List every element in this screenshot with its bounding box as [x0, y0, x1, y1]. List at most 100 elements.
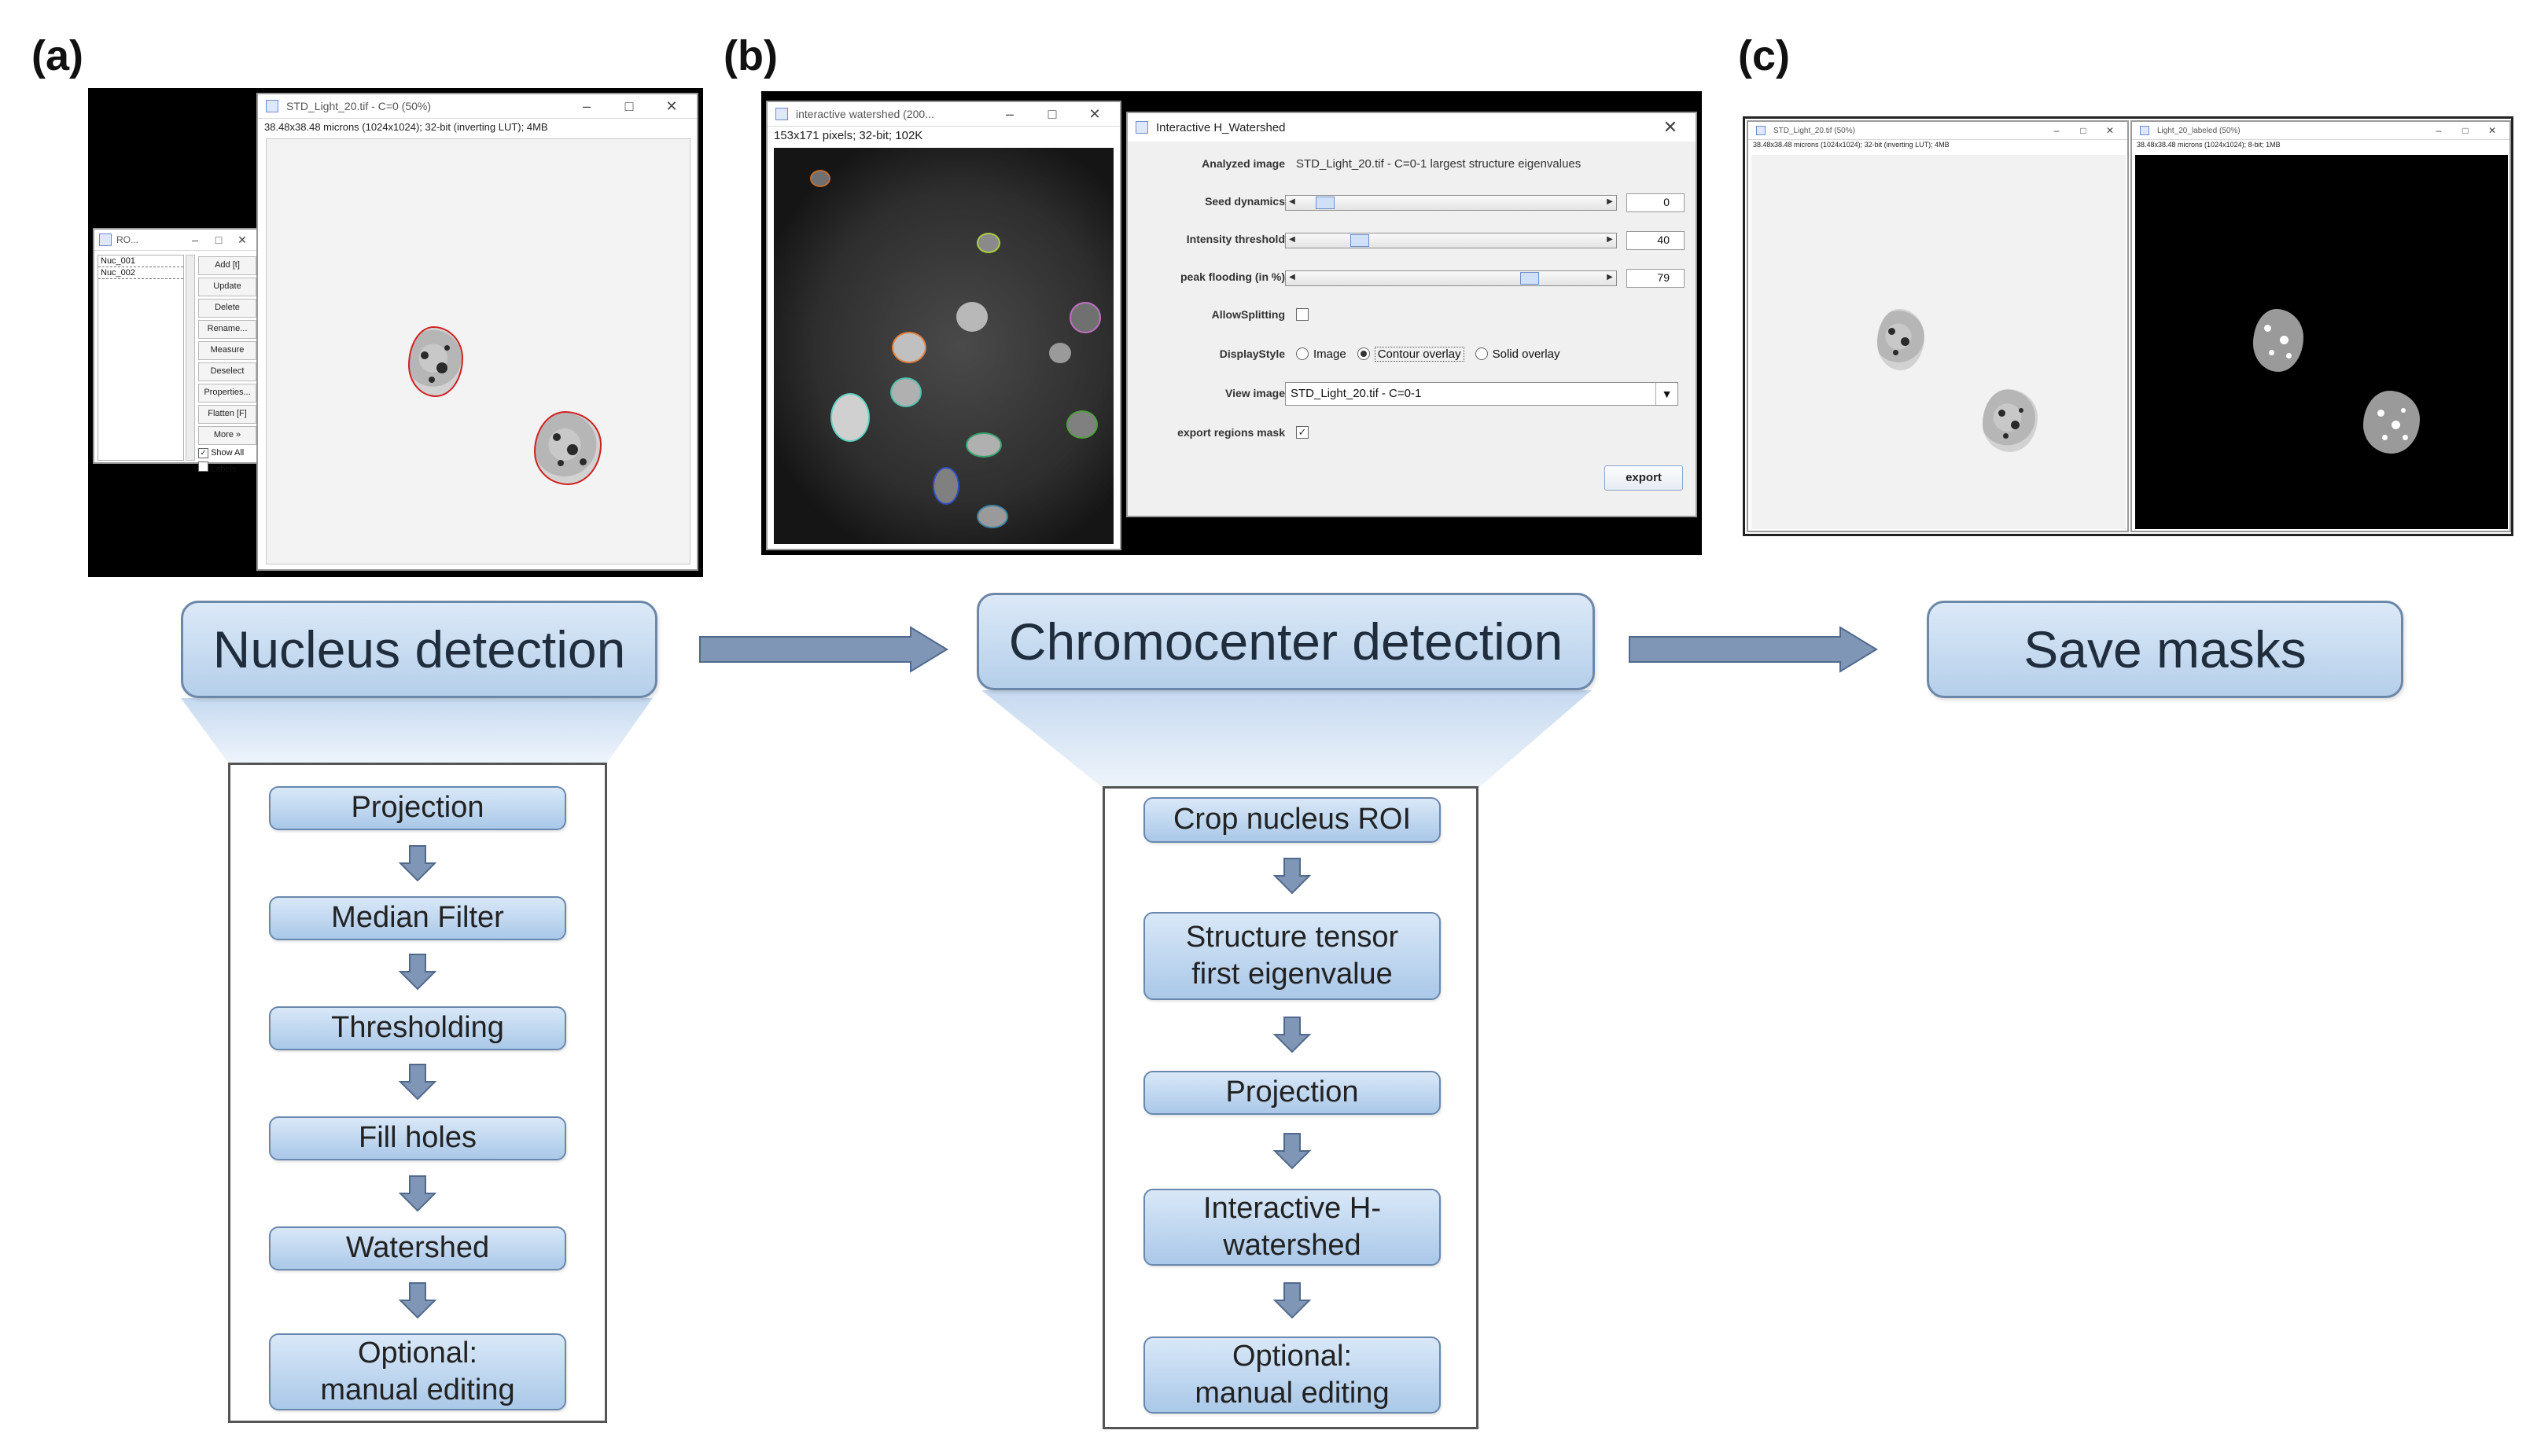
show-all-checkbox[interactable]: ✓: [198, 448, 208, 458]
minimize-icon[interactable]: –: [192, 233, 198, 246]
arrow-right-icon[interactable]: ▶: [1607, 235, 1613, 244]
labels-label: Labels: [211, 465, 237, 474]
arrow-down-icon: [399, 954, 436, 991]
roi-more-button[interactable]: More »: [198, 426, 256, 445]
display-style-label: DisplayStyle: [1219, 347, 1285, 360]
labeled-mask-titlebar: Light_20_labeled (50%) – □ ✕: [2132, 122, 2509, 140]
save-masks-box: Save masks: [1927, 601, 2403, 698]
close-icon[interactable]: ✕: [1663, 117, 1678, 137]
arrow-left-icon[interactable]: ◀: [1289, 273, 1295, 281]
show-all-row: ✓ Show All: [198, 448, 256, 458]
original-image-canvas[interactable]: [1751, 155, 2126, 529]
minimize-icon[interactable]: –: [2436, 125, 2442, 136]
original-image-window: STD_Light_20.tif (50%) – □ ✕ 38.48x38.48…: [1747, 120, 2129, 532]
roi-deselect-button[interactable]: Deselect: [198, 362, 256, 381]
seed-dynamics-slider[interactable]: ◀ ▶: [1285, 195, 1617, 211]
imagej-icon: [775, 108, 788, 120]
arrow-down-icon: [399, 1282, 436, 1319]
step-structure-tensor: Structure tensor first eigenvalue: [1143, 912, 1441, 1000]
chromocenter-region: [966, 432, 1002, 458]
roi-delete-button[interactable]: Delete: [198, 299, 256, 318]
maximize-icon[interactable]: □: [215, 233, 223, 246]
roi-add-button[interactable]: Add [t]: [198, 256, 256, 275]
roi-manager-titlebar: RO... – □ ✕: [94, 230, 256, 251]
export-mask-checkbox[interactable]: ✓: [1296, 426, 1309, 439]
roi-buttons: Add [t] Update Delete Rename... Measure …: [198, 256, 256, 474]
panel-label-c: (c): [1738, 32, 1790, 79]
view-image-row: View image: [1128, 379, 1696, 407]
intensity-threshold-thumb[interactable]: [1350, 234, 1369, 247]
chevron-down-icon[interactable]: ▼: [1655, 383, 1677, 405]
arrow-down-icon: [1273, 1282, 1311, 1319]
roi-item-nuc-002[interactable]: Nuc_002: [98, 267, 183, 279]
arrow-right-icon: [699, 626, 948, 673]
roi-list-scrollbar[interactable]: [186, 255, 195, 461]
chromocenter-region: [977, 505, 1008, 528]
labels-checkbox[interactable]: [198, 461, 208, 472]
arrow-down-icon: [1273, 858, 1311, 895]
peak-flooding-row: peak flooding (in %): [1128, 263, 1696, 291]
nucleus-image-canvas[interactable]: [266, 138, 690, 564]
close-icon[interactable]: ✕: [1088, 105, 1101, 122]
java-icon: [1136, 121, 1148, 134]
arrow-right-icon[interactable]: ▶: [1607, 197, 1613, 206]
nucleus-roi-1[interactable]: [408, 326, 463, 397]
roi-update-button[interactable]: Update: [198, 278, 256, 296]
arrow-right-icon[interactable]: ▶: [1607, 273, 1613, 281]
peak-flooding-field[interactable]: 79: [1626, 269, 1685, 288]
export-button[interactable]: export: [1604, 465, 1683, 491]
display-solid-radio[interactable]: [1475, 347, 1488, 360]
display-image-radio[interactable]: [1296, 347, 1309, 360]
allow-splitting-checkbox[interactable]: [1296, 308, 1309, 321]
peak-flooding-slider[interactable]: ◀ ▶: [1285, 270, 1617, 286]
arrow-left-icon[interactable]: ◀: [1289, 235, 1295, 244]
display-solid-label: Solid overlay: [1492, 347, 1560, 361]
nucleus-roi-2[interactable]: [534, 411, 602, 485]
labeled-mask-window: Light_20_labeled (50%) – □ ✕ 38.48x38.48…: [2130, 120, 2511, 532]
chromocenter-region: [830, 393, 870, 442]
nucleus-detection-box: Nucleus detection: [181, 601, 657, 698]
imagej-icon: [2140, 126, 2149, 135]
show-all-label: Show All: [211, 448, 245, 458]
imagej-icon: [1756, 126, 1766, 135]
seed-dynamics-thumb[interactable]: [1315, 197, 1335, 209]
roi-manager-window: RO... – □ ✕ Nuc_001 Nuc_002 Add [t] Upda…: [93, 228, 258, 474]
labeled-mask-canvas[interactable]: [2135, 155, 2508, 529]
watershed-image-canvas[interactable]: [774, 148, 1114, 544]
nucleus: [1877, 309, 1924, 370]
minimize-icon[interactable]: –: [2053, 125, 2060, 136]
imagej-icon: [99, 233, 112, 246]
roi-rename-button[interactable]: Rename...: [198, 320, 256, 339]
roi-measure-button[interactable]: Measure: [198, 341, 256, 360]
nucleus: [1983, 389, 2038, 452]
close-icon[interactable]: ✕: [238, 233, 247, 246]
export-mask-row: export regions mask ✓: [1128, 418, 1696, 447]
maximize-icon[interactable]: □: [2462, 125, 2469, 136]
chromocenter-region: [1049, 343, 1071, 363]
maximize-icon[interactable]: □: [624, 97, 634, 114]
maximize-icon[interactable]: □: [2080, 125, 2086, 136]
analyzed-image-value: STD_Light_20.tif - C=0-1 largest structu…: [1296, 156, 1582, 171]
chromocenter-detection-box: Chromocenter detection: [977, 593, 1595, 690]
close-icon[interactable]: ✕: [2105, 125, 2115, 136]
display-contour-radio[interactable]: [1357, 347, 1370, 360]
original-image-titlebar: STD_Light_20.tif (50%) – □ ✕: [1748, 122, 2127, 140]
close-icon[interactable]: ✕: [665, 97, 678, 114]
arrow-down-icon: [399, 1064, 436, 1101]
step-manual-editing: Optional: manual editing: [269, 1333, 566, 1410]
peak-flooding-thumb[interactable]: [1519, 272, 1539, 285]
close-icon[interactable]: ✕: [2487, 125, 2497, 136]
panel-label-b: (b): [724, 32, 778, 79]
roi-flatten-button[interactable]: Flatten [F]: [198, 405, 256, 424]
intensity-threshold-slider[interactable]: ◀ ▶: [1285, 233, 1617, 248]
maximize-icon[interactable]: □: [1048, 105, 1057, 122]
seed-dynamics-field[interactable]: 0: [1626, 193, 1685, 212]
intensity-threshold-field[interactable]: 40: [1626, 231, 1685, 250]
minimize-icon[interactable]: –: [1005, 105, 1014, 122]
nucleus-image-info: 38.48x38.48 microns (1024x1024); 32-bit …: [264, 121, 548, 133]
view-image-select[interactable]: STD_Light_20.tif - C=0-1 ▼: [1285, 382, 1678, 406]
arrow-left-icon[interactable]: ◀: [1289, 197, 1295, 206]
roi-properties-button[interactable]: Properties...: [198, 384, 256, 403]
roi-item-nuc-001[interactable]: Nuc_001: [98, 256, 183, 267]
minimize-icon[interactable]: –: [582, 97, 591, 114]
